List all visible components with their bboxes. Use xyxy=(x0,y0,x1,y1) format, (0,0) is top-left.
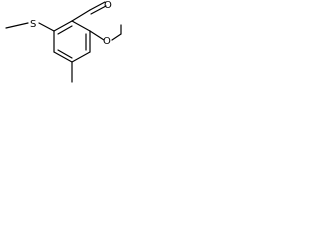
methylthio-group: S xyxy=(5,19,55,32)
ring-double-bond-1 xyxy=(57,25,73,35)
ring-bond-1 xyxy=(53,20,73,32)
aldehyde-oxygen-label: O xyxy=(104,0,112,11)
ring-double-bond-3 xyxy=(57,49,73,59)
sulfur-label: S xyxy=(30,19,36,30)
thioether-bond xyxy=(38,22,55,32)
ring-bond-2 xyxy=(71,20,91,32)
ring-bond-5 xyxy=(53,51,73,63)
ethyl-bond-1 xyxy=(111,33,122,41)
aldehyde-double-bond-b xyxy=(90,5,107,15)
ether-oxygen-label: O xyxy=(103,36,111,47)
aldehyde-double-bond-a xyxy=(89,1,106,11)
ethoxy-group: O xyxy=(89,24,122,47)
molecule-structure: O O S xyxy=(5,0,122,83)
ether-bond xyxy=(89,30,105,41)
s-methyl-bond xyxy=(5,22,29,29)
benzene-ring xyxy=(53,20,91,63)
ring-bond-4 xyxy=(71,51,91,63)
aldehyde-c-bond xyxy=(71,9,91,22)
aldehyde-group: O xyxy=(71,0,112,22)
